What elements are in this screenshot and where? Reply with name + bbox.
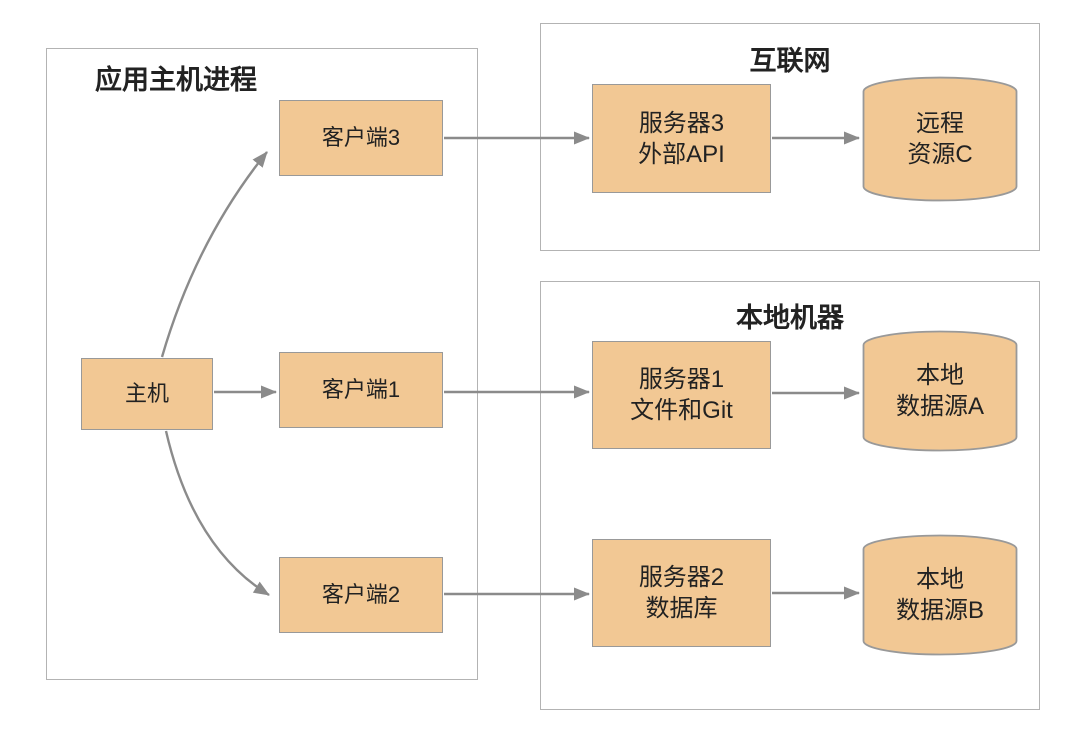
cylinder-shape xyxy=(862,76,1018,202)
node-datasource-a-label: 本地 数据源A xyxy=(896,360,984,422)
node-datasource-b-label: 本地 数据源B xyxy=(896,564,984,626)
cylinder-shape xyxy=(862,534,1018,656)
node-datasource-a-line1: 本地 xyxy=(915,362,964,389)
container-host-process-title: 应用主机进程 xyxy=(95,65,257,95)
node-client1-label: 客户端1 xyxy=(321,377,401,402)
node-client1: 客户端1 xyxy=(279,352,443,428)
node-datasource-a: 本地 数据源A xyxy=(862,330,1018,452)
node-server2-line2: 数据库 xyxy=(645,595,718,622)
node-host-label: 主机 xyxy=(124,381,169,406)
node-server3: 服务器3 外部API xyxy=(592,84,771,193)
node-server2-line1: 服务器2 xyxy=(638,564,725,591)
cylinder-shape xyxy=(862,330,1018,452)
node-client2: 客户端2 xyxy=(279,557,443,633)
node-host: 主机 xyxy=(81,358,213,430)
node-resource-c: 远程 资源C xyxy=(862,76,1018,202)
node-datasource-b: 本地 数据源B xyxy=(862,534,1018,656)
node-server1: 服务器1 文件和Git xyxy=(592,341,771,449)
node-server3-label: 服务器3 外部API xyxy=(638,108,725,170)
node-datasource-a-line2: 数据源A xyxy=(895,393,984,420)
container-local-machine-title: 本地机器 xyxy=(736,303,844,333)
node-client3-label: 客户端3 xyxy=(321,125,401,150)
node-datasource-b-line2: 数据源B xyxy=(895,597,984,624)
node-datasource-b-line1: 本地 xyxy=(915,566,964,593)
node-server2-label: 服务器2 数据库 xyxy=(639,562,724,624)
node-client3: 客户端3 xyxy=(279,100,443,176)
container-internet-title: 互联网 xyxy=(749,46,831,76)
node-resource-c-line1: 远程 xyxy=(916,110,964,137)
node-server1-line2: 文件和Git xyxy=(630,397,733,424)
node-server3-line1: 服务器3 xyxy=(638,109,725,137)
node-resource-c-label: 远程 资源C xyxy=(907,108,972,170)
node-resource-c-line2: 资源C xyxy=(907,141,973,168)
node-server3-line2: 外部API xyxy=(638,140,725,168)
node-server1-label: 服务器1 文件和Git xyxy=(630,364,733,426)
node-server2: 服务器2 数据库 xyxy=(592,539,771,647)
node-client2-label: 客户端2 xyxy=(321,582,401,607)
node-server1-line1: 服务器1 xyxy=(638,366,725,393)
container-local-machine: 本地机器 xyxy=(540,281,1040,710)
container-host-process: 应用主机进程 xyxy=(46,48,478,680)
